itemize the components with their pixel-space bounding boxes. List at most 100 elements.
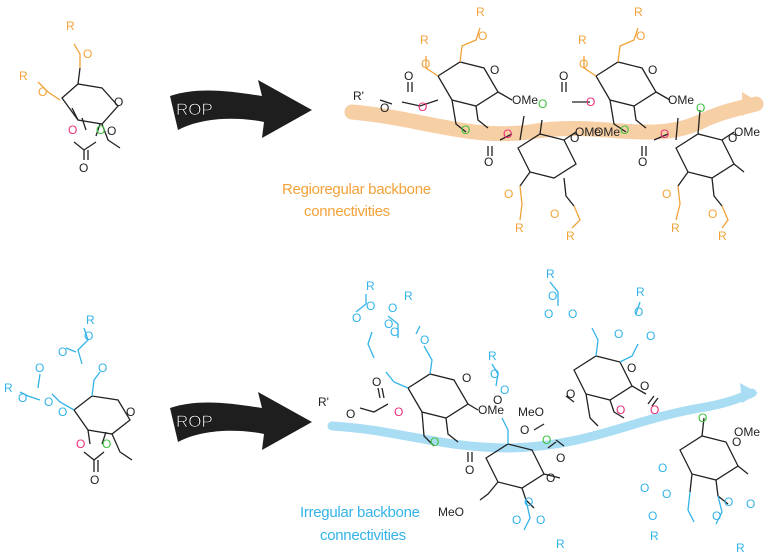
o-label: O (44, 395, 53, 409)
o-label: O (484, 155, 493, 169)
o-label: O (503, 127, 512, 141)
o-label: O (662, 487, 671, 501)
caption-irregular-line1: Irregular backbone (300, 504, 420, 521)
r-prime-label: R' (353, 89, 364, 103)
o-label: O (548, 289, 557, 303)
o-label: O (493, 393, 502, 407)
o-label: O (478, 29, 487, 43)
o-label: O (504, 187, 513, 201)
r-label: R (634, 5, 643, 19)
o-label: O (559, 69, 568, 83)
o-label: O (696, 101, 705, 115)
o-label: O (79, 161, 88, 175)
o-label: O (620, 123, 629, 137)
o-label: O (660, 127, 669, 141)
o-label: O (388, 301, 397, 315)
o-label: O (524, 495, 533, 509)
meo-label: MeO (518, 405, 544, 419)
o-label: O (614, 327, 623, 341)
o-label: O (648, 63, 657, 77)
o-label: O (83, 47, 92, 61)
o-label: O (366, 299, 375, 313)
o-label: O (538, 97, 547, 111)
r-prime-label: R' (318, 395, 329, 409)
r-label: R (66, 19, 75, 33)
r-label: R (556, 537, 565, 551)
o-label: O (728, 131, 737, 145)
o-label: O (84, 329, 93, 343)
o-label: O (352, 311, 361, 325)
o-label: O (420, 333, 429, 347)
ome-label: OMe (668, 93, 694, 107)
o-label: O (96, 123, 105, 137)
rop-label-bottom: ROP (176, 412, 213, 431)
ome-label: OMe (575, 125, 601, 139)
r-label: R (636, 285, 645, 299)
o-label: O (500, 383, 509, 397)
r-label: R (578, 33, 587, 47)
r-label: R (4, 381, 13, 395)
o-label: O (76, 437, 85, 451)
caption-regioregular-line2: connectivities (304, 203, 390, 220)
o-label: O (648, 509, 657, 523)
r-label: R (86, 313, 95, 327)
o-label: O (650, 403, 659, 417)
o-label: O (616, 403, 625, 417)
o-label: O (542, 433, 551, 447)
o-label: O (35, 361, 44, 375)
ome-label: OMe (478, 403, 504, 417)
o-label: O (462, 371, 471, 385)
o-label: O (568, 307, 577, 321)
o-label: O (418, 100, 427, 114)
o-label: O (38, 85, 47, 99)
r-label: R (718, 229, 727, 243)
r-label: R (476, 5, 485, 19)
o-label: O (732, 435, 741, 449)
o-label: O (512, 513, 521, 527)
ome-label: OMe (734, 125, 760, 139)
o-label: O (114, 95, 123, 109)
o-label: O (550, 207, 559, 221)
meo-label: MeO (438, 505, 464, 519)
caption-irregular-line2: connectivities (320, 527, 406, 544)
o-label: O (712, 509, 721, 523)
r-label: R (515, 221, 524, 235)
o-label: O (430, 435, 439, 449)
o-label: O (636, 29, 645, 43)
o-label: O (724, 495, 733, 509)
ome-label: OMe (512, 93, 538, 107)
o-label: O (58, 345, 67, 359)
monomer-irregular: R O O O O R O O O O O O O (4, 313, 135, 487)
r-label: R (671, 221, 680, 235)
o-label: O (18, 391, 27, 405)
o-label: O (490, 63, 499, 77)
polymer-regioregular: R' O O O O OMe O O O O OMe O O O O OMe O… (353, 5, 760, 243)
o-label: O (372, 375, 381, 389)
o-label: O (586, 95, 595, 109)
irregular-backbone-band (327, 388, 757, 453)
o-label: O (634, 305, 643, 319)
o-label: O (126, 405, 135, 419)
r-label: R (546, 267, 555, 281)
r-label: R (366, 279, 375, 293)
r-label: R (566, 229, 575, 243)
o-label: O (68, 123, 77, 137)
o-label: O (638, 155, 647, 169)
o-label: O (566, 387, 575, 401)
r-label: R (488, 349, 497, 363)
o-label: O (421, 57, 430, 71)
o-label: O (658, 461, 667, 475)
o-label: O (90, 473, 99, 487)
r-label: R (19, 69, 28, 83)
r-label: R (420, 33, 429, 47)
o-label: O (520, 423, 529, 437)
o-label: O (544, 307, 553, 321)
regioregular-backbone-band-tip (742, 92, 762, 116)
r-label: R (404, 289, 413, 303)
o-label: O (490, 367, 499, 381)
o-label: O (380, 101, 389, 115)
rop-label-top: ROP (176, 100, 213, 119)
o-label: O (102, 437, 111, 451)
o-label: O (640, 379, 649, 393)
